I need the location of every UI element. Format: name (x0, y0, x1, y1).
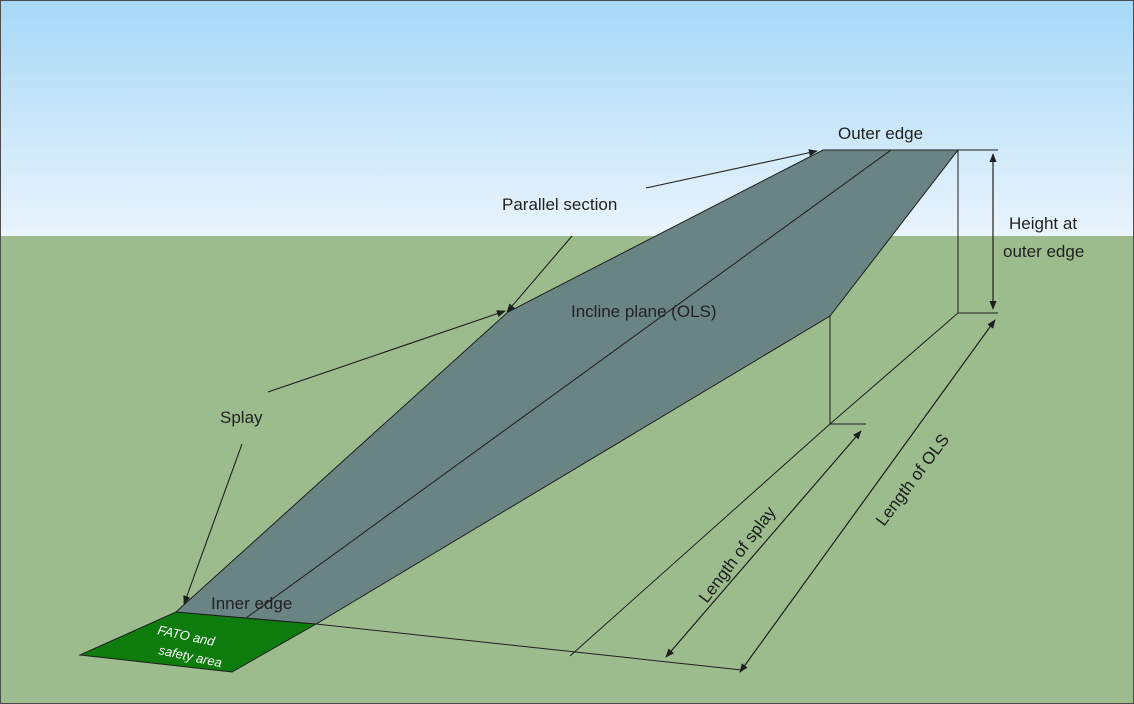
outer-edge-label: Outer edge (838, 124, 923, 143)
incline-plane-label: Incline plane (OLS) (571, 302, 717, 321)
splay-upper-leader (267, 310, 506, 393)
sky (0, 0, 1134, 236)
ground-projection-line (315, 623, 743, 671)
parallel-section-label: Parallel section (502, 195, 617, 214)
leader-arrows (183, 149, 818, 605)
splay-lower-leader (183, 443, 243, 605)
height-at-outer-edge-label-line2: outer edge (1003, 242, 1084, 261)
splay-label: Splay (220, 408, 263, 427)
outer-edge-leader (645, 149, 818, 189)
height-at-outer-edge-label-line1: Height at (1009, 214, 1077, 233)
inner-edge-label: Inner edge (211, 594, 292, 613)
ols-length-dimension-arrow (739, 319, 996, 673)
dimension-arrows (665, 153, 997, 673)
parallel-section-leader (506, 235, 573, 313)
ols-centerline (245, 149, 892, 619)
